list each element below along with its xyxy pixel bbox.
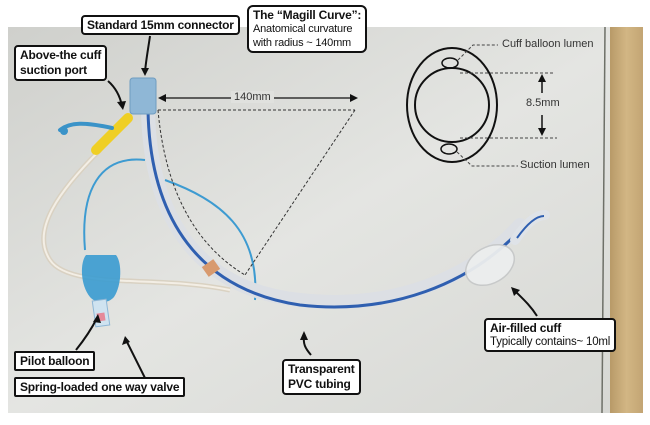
pilot-balloon <box>81 255 121 303</box>
pilot-line <box>83 158 146 251</box>
arrow-connector <box>144 35 151 73</box>
suction-lumen-label: Suction lumen <box>520 159 590 171</box>
callout-suction-port-line2: suction port <box>20 63 87 77</box>
callout-suction-port: Above-the cuff suction port <box>14 45 108 81</box>
callout-suction-port-line1: Above-the cuff <box>20 48 102 62</box>
cuff-subtitle: Typically contains~ 10ml <box>490 336 611 348</box>
air-filled-cuff <box>465 243 515 287</box>
callout-magill-curve: The “Magill Curve”: Anatomical curvature… <box>247 5 368 53</box>
arrow-pilot-balloon <box>75 317 98 351</box>
callout-pilot-balloon: Pilot balloon <box>14 351 96 371</box>
magill-line2: Anatomical curvature <box>253 23 353 35</box>
callout-tubing: Transparent PVC tubing <box>282 359 361 395</box>
suction-cap <box>58 121 114 132</box>
cuff-title: Air-filled cuff <box>490 321 561 335</box>
depth-marker <box>201 259 221 277</box>
magill-line3: with radius ~ 140mm <box>253 37 351 49</box>
callout-cuff: Air-filled cuff Typically contains~ 10ml <box>484 318 617 352</box>
15mm-connector <box>129 77 157 115</box>
callout-connector: Standard 15mm connector <box>81 15 240 35</box>
arrow-cuff <box>513 289 538 317</box>
arrow-valve <box>125 339 146 379</box>
cuff-balloon-lumen <box>441 57 459 69</box>
cross-section-lumen <box>414 67 490 143</box>
magill-title: The “Magill Curve”: <box>253 8 362 22</box>
suction-line <box>41 148 231 293</box>
callout-tubing-line2: PVC tubing <box>288 377 351 391</box>
tube-stripe <box>146 109 524 309</box>
callout-valve: Spring-loaded one way valve <box>14 377 186 397</box>
cross-section-outer <box>406 47 498 163</box>
callout-tubing-line1: Transparent <box>288 362 355 376</box>
suction-port-yellow <box>91 113 133 155</box>
radius-dimension-label: 140mm <box>231 91 274 103</box>
lumen-diameter-label: 8.5mm <box>526 97 560 109</box>
suction-lumen <box>440 143 458 155</box>
cuff-balloon-lumen-label: Cuff balloon lumen <box>502 38 594 50</box>
